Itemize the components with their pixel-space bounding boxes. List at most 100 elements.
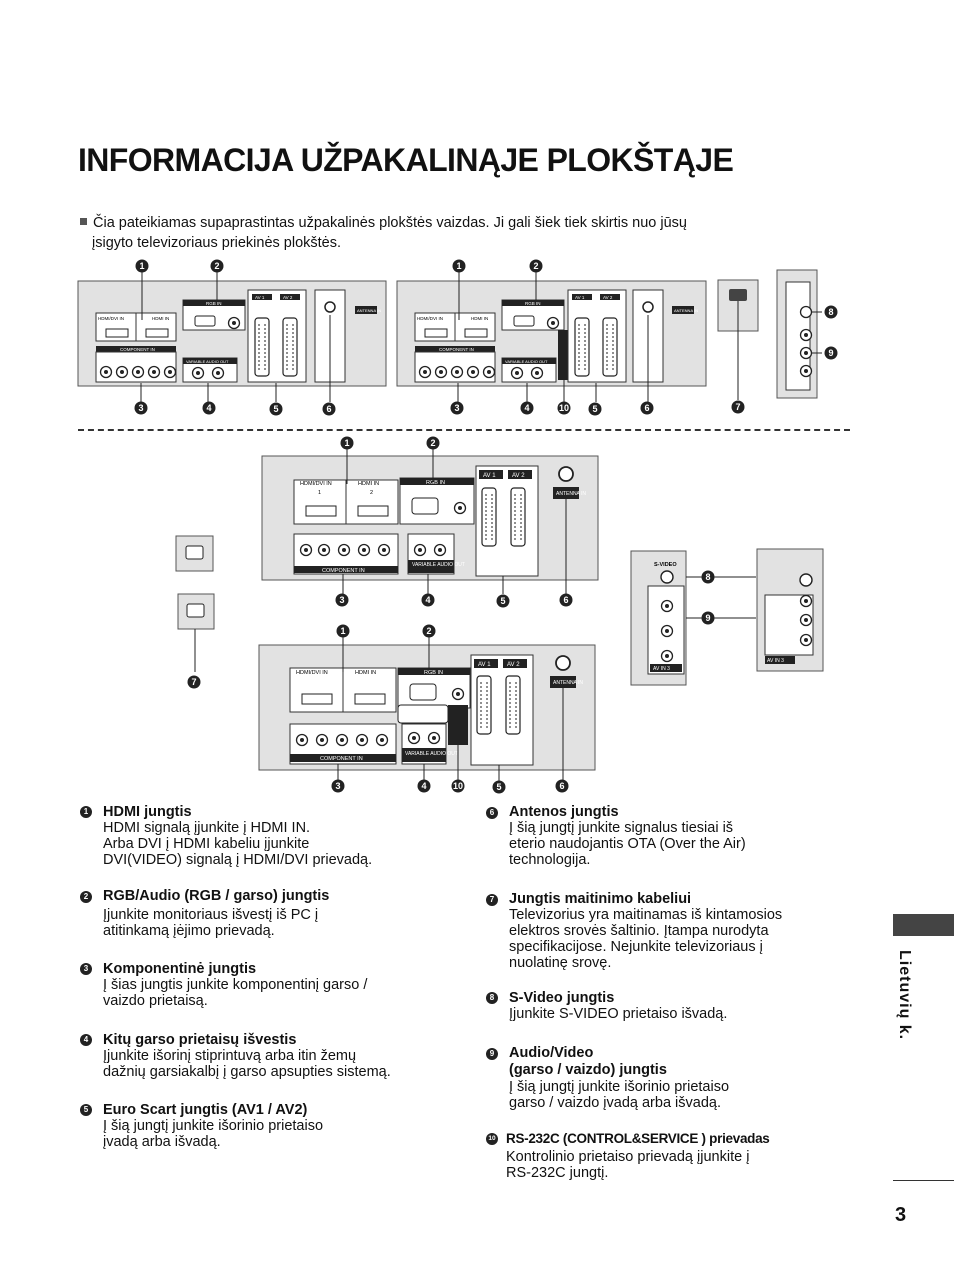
label-av2: AV 2 [507,662,520,668]
language-label: Lietuvių k. [893,950,913,1060]
item-component: Komponentinė jungtis Į šias jungtis junk… [103,961,367,1009]
label-hdmi-dvi-in: HDMI/DVI IN [300,481,332,487]
panel-bottom-upper: HDMI/DVI IN HDMI IN 1 2 RGB IN COMPONENT… [261,455,599,581]
panel-top-middle: HDMI/DVI IN HDMI IN RGB IN COMPONENT IN … [396,280,707,387]
item-badge-8: 8 [486,992,498,1004]
vga-port-icon [194,315,216,327]
item-audio-out: Kitų garso prietaisų išvestis Įjunkite i… [103,1032,391,1080]
label-av-in3: AV IN 3 [767,658,784,664]
label-component-in: COMPONENT IN [120,347,155,352]
label-hdmi-dvi-in: HDMI/DVI IN [417,316,443,321]
item-body: HDMI signalą įjunkite į HDMI IN. Arba DV… [103,820,373,868]
label-av2: AV 2 [512,473,525,479]
label-hdmi-dvi-in: HDMI/DVI IN [296,670,328,676]
item-body: Įjunkite S-VIDEO prietaiso išvadą. [509,1006,728,1022]
language-tab [893,914,954,936]
label-hdmi-in: HDMI IN [471,316,488,321]
item-badge-2: 2 [80,891,92,903]
label-av1: AV 1 [478,662,491,668]
callout-2: 2 [430,438,435,448]
label-antenna-in: ANTENNA IN [553,680,583,686]
item-badge-7: 7 [486,894,498,906]
label-antenna-in: ANTENNA IN [556,491,586,497]
callout-2: 2 [533,261,538,271]
callout-5: 5 [496,782,501,792]
label-hdmi-in: HDMI IN [152,316,169,321]
footer-rule [893,1180,954,1181]
callout-6: 6 [326,404,331,414]
callout-7: 7 [735,402,740,412]
label-av2: AV 2 [283,295,293,300]
callout-6: 6 [644,403,649,413]
label-antenna-in: ANTENNA IN [674,308,698,313]
power-socket-panel [177,593,215,630]
label-component-in: COMPONENT IN [439,347,474,352]
item-badge-4: 4 [80,1034,92,1046]
callout-lines [140,272,649,781]
callout-4: 4 [524,403,529,413]
item-body: Televizorius yra maitinamas iš kintamosi… [509,907,783,971]
panel-top-left: HDMI/DVI IN HDMI IN RGB IN COMPONENT IN … [77,280,387,387]
hdmi-port-icon [145,328,169,338]
callout-3: 3 [339,595,344,605]
label-rgb-in: RGB IN [525,301,541,306]
label-hdmi-1: 1 [318,490,321,496]
rear-panel-diagrams: HDMI/DVI IN HDMI IN RGB IN COMPONENT IN … [77,259,838,794]
label-hdmi-in: HDMI IN [355,670,376,676]
callout-4: 4 [206,403,211,413]
item-badge-5: 5 [80,1104,92,1116]
label-hdmi-2: 2 [370,490,373,496]
label-rgb-in: RGB IN [206,301,222,306]
item-power: Jungtis maitinimo kabeliui Televizorius … [509,891,782,971]
rs232c-port-icon [558,330,568,380]
item-heading: RGB/Audio (RGB / garso) jungtis [103,888,330,904]
item-heading: HDMI jungtis [103,804,192,820]
callout-8: 8 [705,572,710,582]
label-av1: AV 1 [483,473,496,479]
item-heading: S-Video jungtis [509,990,615,1006]
label-variable-audio-out: VARIABLE AUDIO OUT [186,359,229,364]
label-component-in: COMPONENT IN [322,568,365,574]
hdmi-port-icon [105,328,129,338]
callout-8: 8 [828,307,833,317]
item-audio-video: Audio/Video (garso / vaizdo) jungtis Į š… [509,1045,729,1111]
item-heading: Audio/Video (garso / vaizdo) jungtis [509,1045,667,1078]
label-component-in: COMPONENT IN [320,756,363,762]
callout-1: 1 [344,438,349,448]
item-badge-6: 6 [486,807,498,819]
intro-line-2: įsigyto televizoriaus priekinės plokštės… [92,235,342,251]
label-av2: AV 2 [603,295,613,300]
callout-4: 4 [425,595,430,605]
callout-6: 6 [563,595,568,605]
callout-2: 2 [214,261,219,271]
label-av-in3: AV IN 3 [653,666,670,672]
label-s-video: S-VIDEO [654,562,677,568]
label-variable-audio-out: VARIABLE AUDIO OUT [405,751,458,757]
intro-text: Čia pateikiamas supaprastintas užpakalin… [80,213,800,253]
callout-5: 5 [500,596,505,606]
callout-5: 5 [273,404,278,414]
callout-1: 1 [340,626,345,636]
label-antenna-in: ANTENNA IN [357,308,381,313]
callout-1: 1 [139,261,144,271]
bullet-square-icon [80,218,87,225]
item-body: Įjunkite monitoriaus išvestį iš PC į ati… [103,907,319,939]
label-hdmi-in: HDMI IN [358,481,379,487]
item-heading: Euro Scart jungtis (AV1 / AV2) [103,1102,308,1118]
item-s-video: S-Video jungtis Įjunkite S-VIDEO prietai… [509,990,727,1022]
item-badge-1: 1 [80,806,92,818]
item-heading: RS-232C (CONTROL&SERVICE ) prievadas [506,1131,770,1146]
label-rgb-in: RGB IN [426,480,445,486]
callout-10: 10 [453,781,463,791]
callout-10: 10 [559,403,569,413]
section-divider [78,429,850,431]
label-hdmi-dvi-in: HDMI/DVI IN [98,316,124,321]
callout-6: 6 [559,781,564,791]
label-rgb-in: RGB IN [424,670,443,676]
callout-3: 3 [335,781,340,791]
item-body: Į šią jungtį junkite signalus tiesiai iš… [509,820,746,868]
item-body: Įjunkite išorinį stiprintuvą arba itin ž… [103,1048,391,1080]
language-text: Lietuvių k. [896,950,913,1041]
callout-1: 1 [456,261,461,271]
item-heading: Jungtis maitinimo kabeliui [509,891,692,907]
